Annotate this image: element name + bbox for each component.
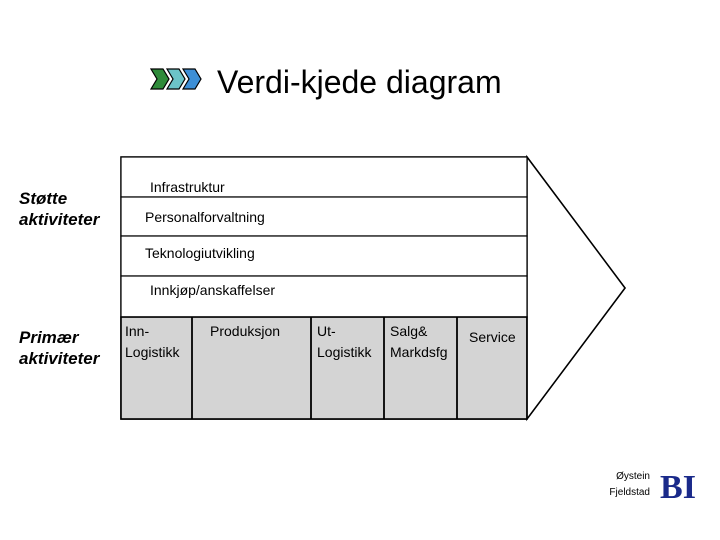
support-row-procurement bbox=[120, 275, 528, 318]
primary-activities-label: Primær aktiviteter bbox=[19, 328, 100, 368]
support-label-hr: Personalforvaltning bbox=[145, 209, 265, 225]
page-title: Verdi-kjede diagram bbox=[217, 64, 502, 100]
triple-chevron-icon bbox=[150, 68, 202, 90]
margin-arrow-tip bbox=[526, 154, 626, 422]
bi-logo-text: BI bbox=[660, 469, 696, 501]
support-row-hr bbox=[120, 196, 528, 237]
primary-label-marketing-sales: Salg& Markdsfg bbox=[390, 323, 448, 360]
support-label-infrastructure: Infrastruktur bbox=[150, 179, 225, 195]
support-row-infrastructure bbox=[120, 156, 528, 198]
bi-logo: BI bbox=[660, 469, 696, 501]
support-label-technology: Teknologiutvikling bbox=[145, 245, 255, 261]
primary-area-outline bbox=[120, 316, 528, 420]
support-label-procurement: Innkjøp/anskaffelser bbox=[150, 282, 276, 298]
support-activities-label: Støtte aktiviteter bbox=[19, 189, 100, 229]
author-name: Øystein Fjeldstad bbox=[609, 471, 650, 498]
primary-label-operations: Produksjon bbox=[210, 323, 281, 339]
primary-label-service: Service bbox=[469, 329, 516, 345]
primary-label-inbound-logistics: Inn- Logistikk bbox=[125, 323, 180, 360]
support-row-technology bbox=[120, 235, 528, 277]
primary-label-outbound-logistics: Ut- Logistikk bbox=[317, 323, 372, 360]
